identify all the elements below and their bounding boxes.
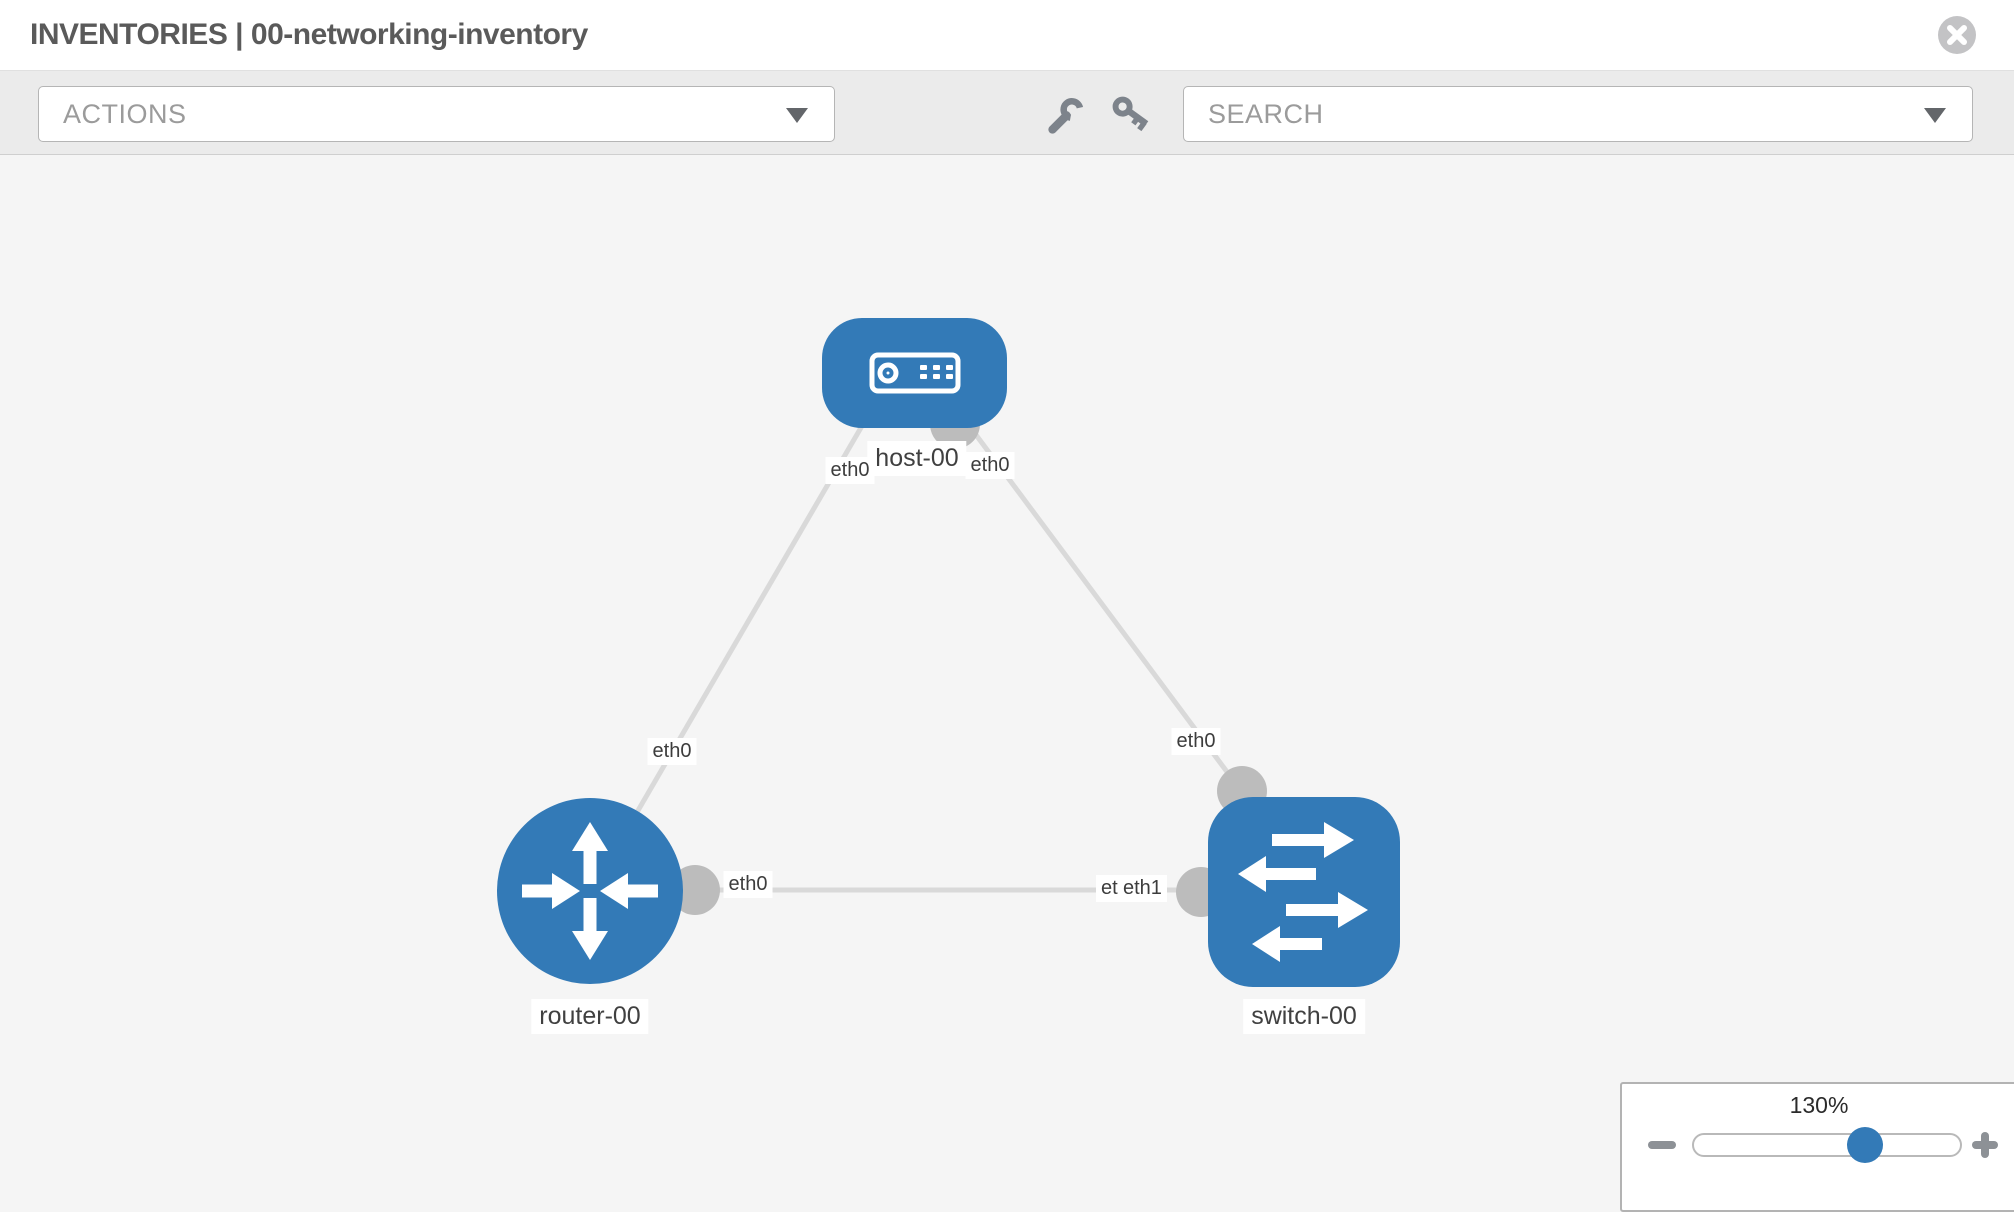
page-title: INVENTORIES | 00-networking-inventory xyxy=(30,18,588,51)
node-host[interactable] xyxy=(822,318,1007,428)
actions-dropdown[interactable]: ACTIONS xyxy=(38,86,835,142)
host-icon xyxy=(869,352,961,394)
actions-dropdown-label: ACTIONS xyxy=(63,99,187,129)
zoom-level-value: 130% xyxy=(1789,1092,1849,1118)
zoom-out-button[interactable] xyxy=(1648,1141,1676,1149)
caret-down-icon xyxy=(786,108,808,123)
switch-icon xyxy=(1238,822,1368,962)
zoom-slider-knob[interactable] xyxy=(1847,1127,1883,1163)
node-router[interactable] xyxy=(497,798,683,984)
router-icon xyxy=(522,822,658,960)
key-icon[interactable] xyxy=(1110,96,1154,136)
port-label-host-to-router: eth0 xyxy=(825,457,875,484)
toolbar: ACTIONS SEARCH xyxy=(0,70,2014,155)
close-button[interactable] xyxy=(1938,16,1976,54)
node-label-switch: switch-00 xyxy=(1243,999,1365,1034)
node-label-router: router-00 xyxy=(531,999,649,1034)
port-label-switch-to-router-over: eth1 xyxy=(1118,875,1167,902)
header-bar: INVENTORIES | 00-networking-inventory xyxy=(0,0,2014,70)
node-label-host: host-00 xyxy=(867,441,967,476)
node-switch[interactable] xyxy=(1208,797,1400,987)
port-label-router-to-host: eth0 xyxy=(647,738,697,765)
zoom-in-button[interactable] xyxy=(1972,1132,1998,1158)
port-circle-router[interactable] xyxy=(670,865,720,915)
port-label-host-to-switch: eth0 xyxy=(965,452,1015,479)
port-label-router-to-switch: eth0 xyxy=(723,871,773,898)
caret-down-icon xyxy=(1924,108,1946,123)
zoom-slider-track[interactable] xyxy=(1692,1133,1962,1157)
zoom-control-panel: 130% xyxy=(1620,1082,2014,1212)
port-label-switch-to-host: eth0 xyxy=(1171,728,1221,755)
search-dropdown-label: SEARCH xyxy=(1208,99,1324,129)
search-dropdown[interactable]: SEARCH xyxy=(1183,86,1973,142)
wrench-icon[interactable] xyxy=(1046,96,1086,136)
close-icon xyxy=(1947,25,1967,45)
